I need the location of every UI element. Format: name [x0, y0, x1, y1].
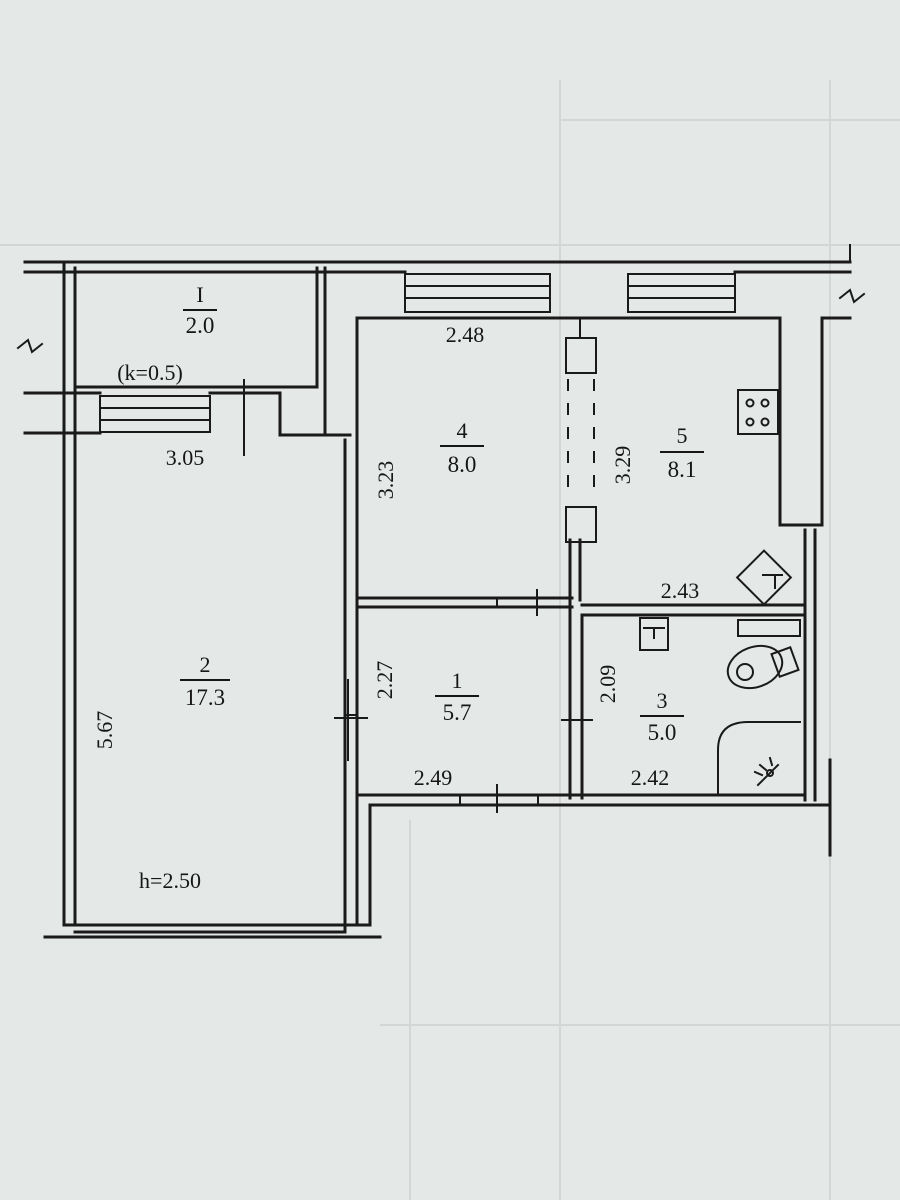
background-grid [0, 80, 900, 1200]
column-element [565, 317, 597, 543]
living-room-label: 2 17.3 h=2.50 5.67 [92, 652, 230, 893]
bathtub-icon [717, 721, 801, 796]
bathroom-area: 5.0 [648, 720, 677, 745]
hall-number: 1 [452, 668, 463, 693]
sink-icon [735, 549, 793, 606]
bathroom-width-dimension: 2.42 [631, 765, 670, 790]
room4-number: 4 [457, 418, 468, 443]
kitchen-area: 8.1 [668, 457, 697, 482]
balcony-coefficient: (k=0.5) [117, 360, 183, 385]
washbasin-icon [639, 617, 669, 651]
toilet-icon [726, 619, 801, 690]
break-marks [16, 244, 866, 354]
balcony-width-dimension: 3.05 [166, 445, 205, 470]
balcony-area: 2.0 [186, 313, 215, 338]
outer-walls [23, 260, 852, 939]
kitchen-label: 5 8.1 3.29 2.43 [610, 423, 704, 603]
stove-icon [737, 389, 779, 435]
living-height-dimension: 5.67 [92, 711, 117, 750]
balcony-number: I [196, 282, 203, 307]
living-number: 2 [200, 652, 211, 677]
door-icon [334, 589, 593, 813]
kitchen-number: 5 [677, 423, 688, 448]
hall-label: 1 5.7 2.27 2.49 [372, 661, 479, 790]
kitchen-height-dimension: 3.29 [610, 446, 635, 485]
room4-width-dimension: 2.48 [446, 322, 485, 347]
hall-height-dimension: 2.27 [372, 661, 397, 700]
room4-height-dimension: 3.23 [373, 461, 398, 500]
room4-area: 8.0 [448, 452, 477, 477]
hall-width-dimension: 2.49 [414, 765, 453, 790]
bathroom-label: 3 5.0 2.09 2.42 [595, 665, 684, 790]
balcony-label: I 2.0 (k=0.5) 3.05 [117, 282, 217, 470]
shower-icon [753, 756, 780, 787]
living-area: 17.3 [185, 685, 225, 710]
ceiling-height: h=2.50 [139, 868, 201, 893]
bathroom-number: 3 [657, 688, 668, 713]
bathroom-height-dimension: 2.09 [595, 665, 620, 704]
window-icon [99, 273, 736, 456]
hall-area: 5.7 [443, 700, 472, 725]
room4-label: 2.48 4 8.0 3.23 [373, 322, 484, 499]
kitchen-width-dimension: 2.43 [661, 578, 700, 603]
